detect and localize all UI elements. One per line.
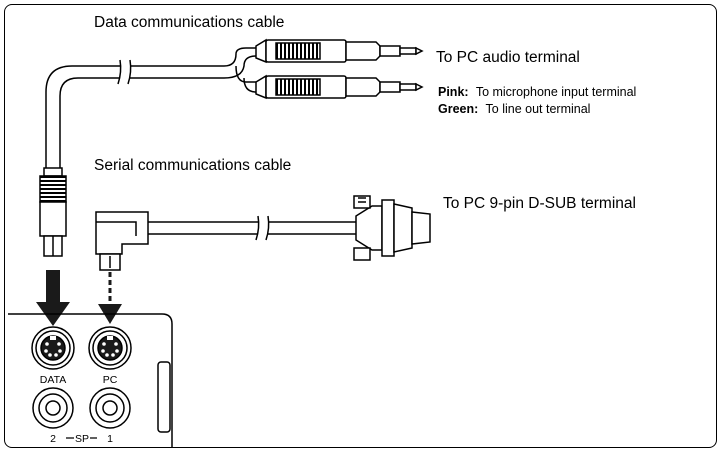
data-port-label: DATA — [40, 374, 66, 386]
dsub-terminal-label: To PC 9-pin D-SUB terminal — [443, 195, 636, 212]
data-arrow — [36, 270, 70, 326]
sp-label: SP — [75, 433, 89, 445]
data-port — [31, 326, 75, 370]
data-cable — [45, 47, 257, 168]
audio-plug-pink — [255, 38, 424, 64]
device-panel — [8, 313, 173, 448]
diagram-frame — [4, 4, 717, 448]
pink-text: To microphone input terminal — [476, 85, 637, 99]
pink-note: Pink: To microphone input terminal — [438, 85, 636, 99]
green-note: Green: To line out terminal — [438, 102, 590, 116]
dsub-connector — [353, 195, 431, 261]
green-key: Green: — [438, 102, 478, 116]
serial-cable-label: Serial communications cable — [94, 157, 291, 174]
audio-plug-green — [255, 74, 424, 100]
green-text: To line out terminal — [486, 102, 591, 116]
serial-cable-break — [255, 215, 270, 241]
sp1-jack — [89, 387, 131, 429]
data-cable-plug — [39, 167, 67, 257]
pink-key: Pink: — [438, 85, 469, 99]
pc-port-label: PC — [103, 374, 118, 386]
data-cable-label: Data communications cable — [94, 14, 284, 31]
sp1-label: 1 — [107, 433, 113, 445]
data-cable-break — [117, 59, 132, 85]
sp2-label: 2 — [50, 433, 56, 445]
serial-cable — [148, 221, 356, 235]
audio-terminal-label: To PC audio terminal — [436, 49, 580, 66]
serial-pc-plug — [95, 211, 149, 271]
pc-arrow — [98, 272, 122, 324]
pc-port — [88, 326, 132, 370]
sp2-jack — [32, 387, 74, 429]
